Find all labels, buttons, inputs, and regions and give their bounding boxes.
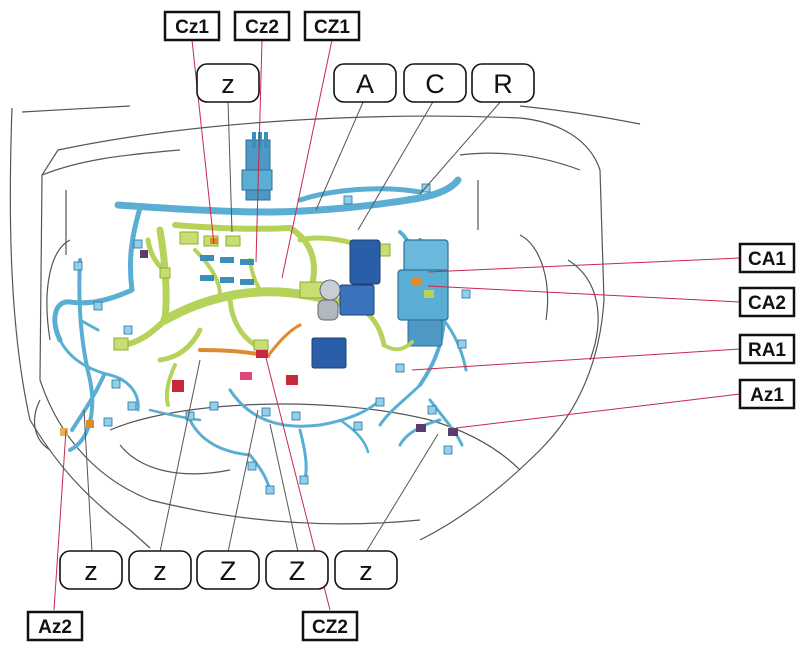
round-label-Z2-bottom: Z	[265, 550, 329, 590]
relay-box-module	[397, 239, 449, 347]
callout-cz2-top: Cz2	[233, 10, 291, 42]
callout-CZ2-bottom: CZ2	[301, 610, 359, 642]
round-label-z3-bottom-text: z	[359, 556, 373, 586]
round-label-a-top-text: A	[356, 69, 374, 99]
dark-connectors	[140, 250, 458, 436]
callout-ra1-right: RA1	[738, 333, 796, 365]
callout-ca1-label: CA1	[748, 249, 786, 270]
coil-connectors	[200, 255, 254, 285]
harness-blue-center-bundle	[241, 132, 273, 201]
vehicle-body-outline	[9, 105, 641, 549]
callout-cz1-top: Cz1	[163, 10, 221, 42]
round-label-Z2-bottom-text: Z	[289, 556, 306, 586]
center-dark-module	[311, 239, 381, 369]
round-label-a-top: A	[333, 63, 397, 103]
round-label-z1-bottom-text: z	[84, 556, 98, 586]
callout-az2-label: Az2	[38, 617, 72, 638]
callout-CZ1-label: CZ1	[314, 17, 350, 38]
round-label-Z1-bottom-text: Z	[220, 556, 237, 586]
round-label-z2-bottom-text: z	[153, 556, 167, 586]
round-label-z3-bottom: z	[334, 550, 398, 590]
round-label-Z1-bottom: Z	[196, 550, 260, 590]
callout-az1-right: Az1	[738, 378, 796, 410]
round-label-z1-bottom: z	[59, 550, 123, 590]
round-label-z2-bottom: z	[128, 550, 192, 590]
round-label-c-top: C	[403, 63, 467, 103]
small-connectors	[73, 183, 471, 495]
callout-az2-bottom: Az2	[26, 610, 84, 642]
round-label-z-top-text: z	[221, 69, 235, 99]
callout-cz2-label: Cz2	[245, 17, 279, 38]
callout-CZ1-top: CZ1	[303, 10, 361, 42]
round-label-z-top: z	[196, 63, 260, 103]
callout-cz1-label: Cz1	[175, 17, 209, 38]
round-label-c-top-text: C	[425, 69, 445, 99]
leader-lines-grey	[83, 99, 503, 553]
round-label-r-top-text: R	[493, 69, 513, 99]
callout-ca2-right: CA2	[738, 286, 796, 318]
red-connectors	[172, 350, 298, 392]
round-label-r-top: R	[471, 63, 535, 103]
callout-az1-label: Az1	[750, 385, 784, 406]
callout-CZ2-label: CZ2	[312, 617, 348, 638]
callout-ca1-right: CA1	[738, 242, 796, 274]
callout-ra1-label: RA1	[748, 340, 786, 361]
callout-ca2-label: CA2	[748, 293, 786, 314]
